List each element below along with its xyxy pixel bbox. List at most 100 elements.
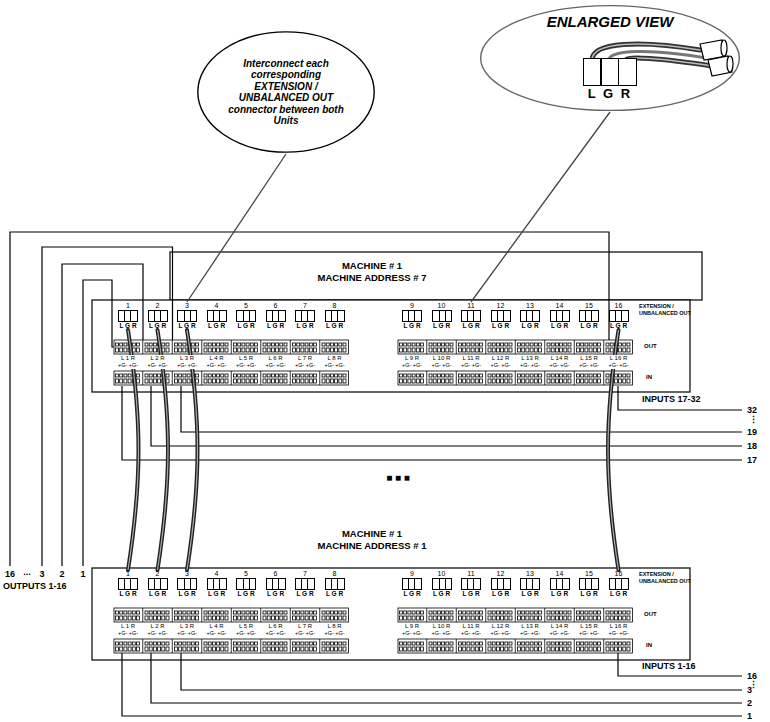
- terminal-slot: [509, 647, 512, 651]
- terminal-screw: [293, 642, 296, 645]
- terminal-slot: [246, 348, 249, 352]
- polarity-label: +G- +G-: [323, 630, 345, 637]
- terminal-screw: [330, 343, 333, 346]
- terminal-slot: [162, 647, 165, 651]
- terminal-slot: [459, 379, 462, 383]
- polarity-label: +G- +G-: [460, 630, 482, 637]
- terminal-slot: [463, 616, 466, 620]
- terminal-slot: [505, 379, 508, 383]
- terminal-divider: [426, 639, 427, 653]
- terminal-screw: [225, 374, 228, 377]
- terminal-screw: [555, 642, 558, 645]
- terminal-label: L 3 R: [179, 355, 195, 362]
- extension-connector: 16L G R: [606, 302, 632, 330]
- terminal-screw: [276, 611, 279, 614]
- terminal-label: L 7 R: [297, 355, 313, 362]
- terminal-slot: [305, 616, 308, 620]
- terminal-divider: [172, 371, 173, 385]
- terminal-screw: [335, 642, 338, 645]
- connector-number: 5: [244, 302, 248, 310]
- terminal-screw: [598, 374, 601, 377]
- terminal-screw: [598, 642, 601, 645]
- terminal-slot: [581, 379, 584, 383]
- terminal-screw: [471, 611, 474, 614]
- terminal-slot: [179, 379, 182, 383]
- terminal-slot: [221, 647, 224, 651]
- terminal-slot: [539, 379, 542, 383]
- terminal-slot: [158, 379, 161, 383]
- terminal-slot: [518, 616, 521, 620]
- terminal-screw: [442, 343, 445, 346]
- terminal-screw: [585, 642, 588, 645]
- terminal-slot: [509, 379, 512, 383]
- terminal-slot: [488, 647, 491, 651]
- input-wire: [151, 653, 742, 703]
- connector-body: [402, 578, 422, 590]
- polarity-label: +G- +G-: [294, 362, 316, 369]
- connector-body: [266, 578, 286, 590]
- terminal-slot: [314, 348, 317, 352]
- terminal-divider: [172, 608, 173, 622]
- terminal-screw: [589, 374, 592, 377]
- terminal-slot: [446, 647, 449, 651]
- terminal-label: L 12 R: [491, 355, 510, 362]
- terminal-screw: [221, 611, 224, 614]
- terminal-slot: [577, 616, 580, 620]
- terminal-slot: [250, 379, 253, 383]
- terminal-screw: [496, 611, 499, 614]
- terminal-screw: [614, 611, 617, 614]
- terminal-screw: [116, 642, 119, 645]
- terminal-screw: [598, 343, 601, 346]
- connector-body: [177, 310, 197, 322]
- terminal-screw: [534, 611, 537, 614]
- terminal-label: L 10 R: [432, 623, 451, 630]
- extension-connector: 2L G R: [145, 570, 171, 598]
- terminal-divider: [201, 608, 202, 622]
- terminal-screw: [568, 611, 571, 614]
- terminal-screw: [496, 374, 499, 377]
- terminal-slot: [128, 379, 131, 383]
- terminal-slot: [534, 379, 537, 383]
- terminal-screw: [314, 611, 317, 614]
- terminal-screw: [577, 642, 580, 645]
- terminal-label: L 5 R: [238, 623, 254, 630]
- row-label: OUT: [644, 611, 657, 618]
- connector-number: 14: [556, 302, 564, 310]
- terminal-slot: [408, 348, 411, 352]
- terminal-screw: [309, 611, 312, 614]
- terminal-screw: [280, 611, 283, 614]
- output-wire: [42, 247, 173, 566]
- terminal-slot: [343, 348, 346, 352]
- extension-connector: 13L G R: [517, 570, 543, 598]
- terminal-screw: [619, 343, 622, 346]
- terminal-screw: [116, 374, 119, 377]
- terminal-slot: [623, 616, 626, 620]
- terminal-slot: [246, 647, 249, 651]
- connector-number: 3: [185, 570, 189, 578]
- connector-body: [236, 310, 256, 322]
- pin-labels: L G R: [119, 590, 136, 598]
- terminal-screw: [280, 642, 283, 645]
- terminal-slot: [217, 616, 220, 620]
- connector-number: 16: [615, 302, 623, 310]
- terminal-strip: [398, 340, 633, 354]
- terminal-slot: [335, 647, 338, 651]
- pin-labels: L G R: [610, 590, 627, 598]
- terminal-slot: [619, 379, 622, 383]
- terminal-slot: [314, 379, 317, 383]
- terminal-slot: [212, 348, 215, 352]
- terminal-slot: [120, 647, 123, 651]
- terminal-slot: [492, 379, 495, 383]
- terminal-screw: [250, 642, 253, 645]
- terminal-screw: [400, 343, 403, 346]
- terminal-divider: [319, 608, 320, 622]
- terminal-screw: [204, 611, 207, 614]
- extension-connector: 6L G R: [263, 570, 289, 598]
- terminal-screw: [208, 343, 211, 346]
- terminal-screw: [322, 611, 325, 614]
- terminal-screw: [145, 642, 148, 645]
- terminal-screw: [467, 611, 470, 614]
- pin-labels: L G R: [326, 322, 343, 330]
- terminal-screw: [459, 642, 462, 645]
- terminal-slot: [276, 379, 279, 383]
